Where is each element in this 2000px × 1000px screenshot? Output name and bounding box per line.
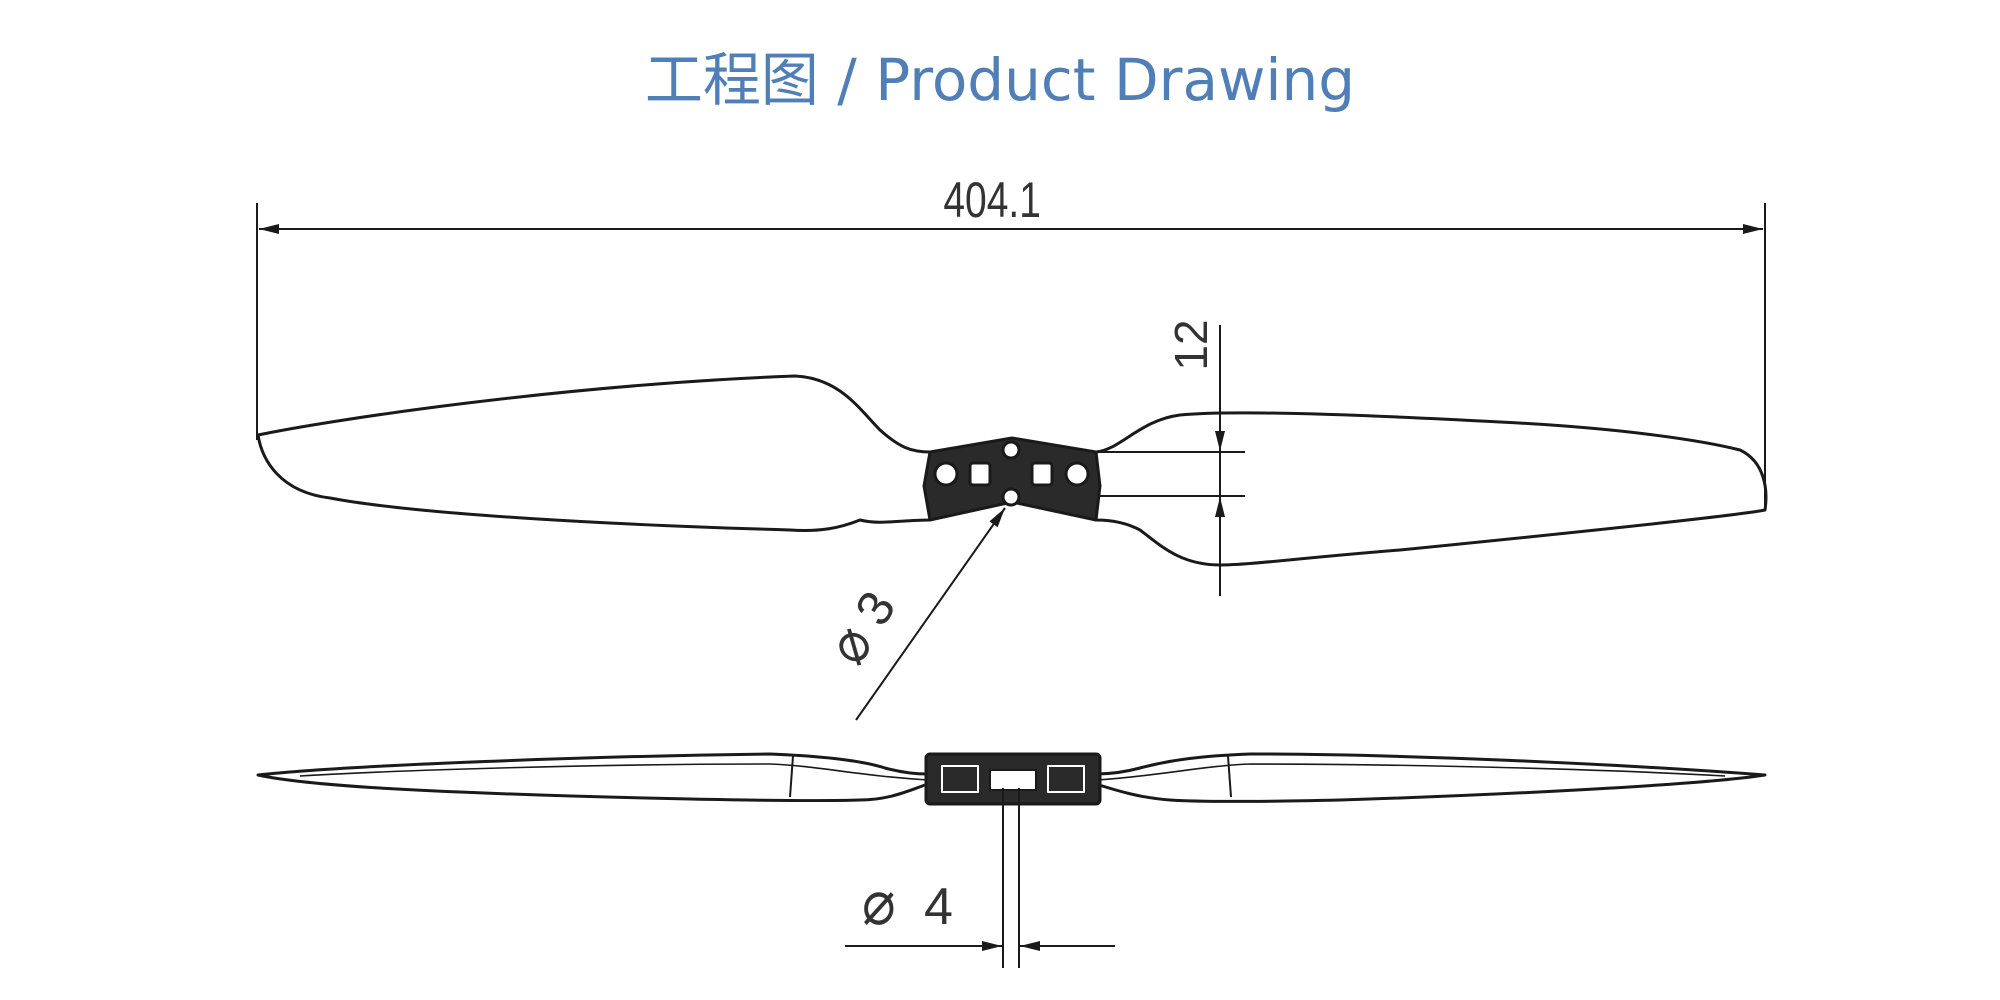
hub-side-core — [989, 769, 1037, 791]
hub-side-inner-right — [1047, 765, 1085, 793]
right-blade-outline — [1094, 411, 1768, 567]
overall-length-label: 404.1 — [943, 171, 1041, 228]
hub-side-inner-left — [941, 765, 979, 793]
hub-mount-holes — [933, 440, 1090, 507]
propeller-side-view — [256, 752, 1767, 806]
hub-height-label: 12 — [1165, 319, 1217, 370]
center-slot-right — [1030, 461, 1054, 487]
mount-hole-right — [1064, 461, 1090, 487]
mount-hole-left — [933, 461, 959, 487]
hub-height-dimension — [1096, 325, 1245, 596]
page-title: 工程图 / Product Drawing — [644, 46, 1356, 114]
right-blade-section-mark — [1227, 755, 1232, 798]
left-blade-side-outline — [256, 752, 930, 803]
overall-length-dimension — [256, 203, 1766, 510]
shaft-hole-diameter-dimension — [845, 788, 1115, 968]
left-blade-outline — [256, 374, 932, 532]
mount-hole-top — [1001, 440, 1021, 460]
left-blade-side-inner — [299, 763, 929, 781]
hub-outline — [922, 436, 1102, 522]
mount-hole-diameter-leader — [855, 507, 1006, 721]
mount-hole-diameter-label: ⌀ 3 — [814, 582, 907, 675]
center-slot-left — [968, 461, 992, 487]
right-blade-side-inner — [1095, 763, 1726, 781]
mount-hole-bottom — [1001, 487, 1021, 507]
propeller-top-view — [256, 374, 1768, 567]
mount-hole-diameter-value: 3 — [844, 582, 906, 635]
shaft-hole-diameter-label: ⌀ 4 — [862, 869, 953, 938]
right-blade-side-outline — [1094, 752, 1767, 803]
shaft-hole-diameter-symbol: ⌀ — [862, 869, 896, 938]
left-blade-section-mark — [789, 755, 794, 798]
shaft-hole-diameter-value: 4 — [924, 878, 953, 936]
